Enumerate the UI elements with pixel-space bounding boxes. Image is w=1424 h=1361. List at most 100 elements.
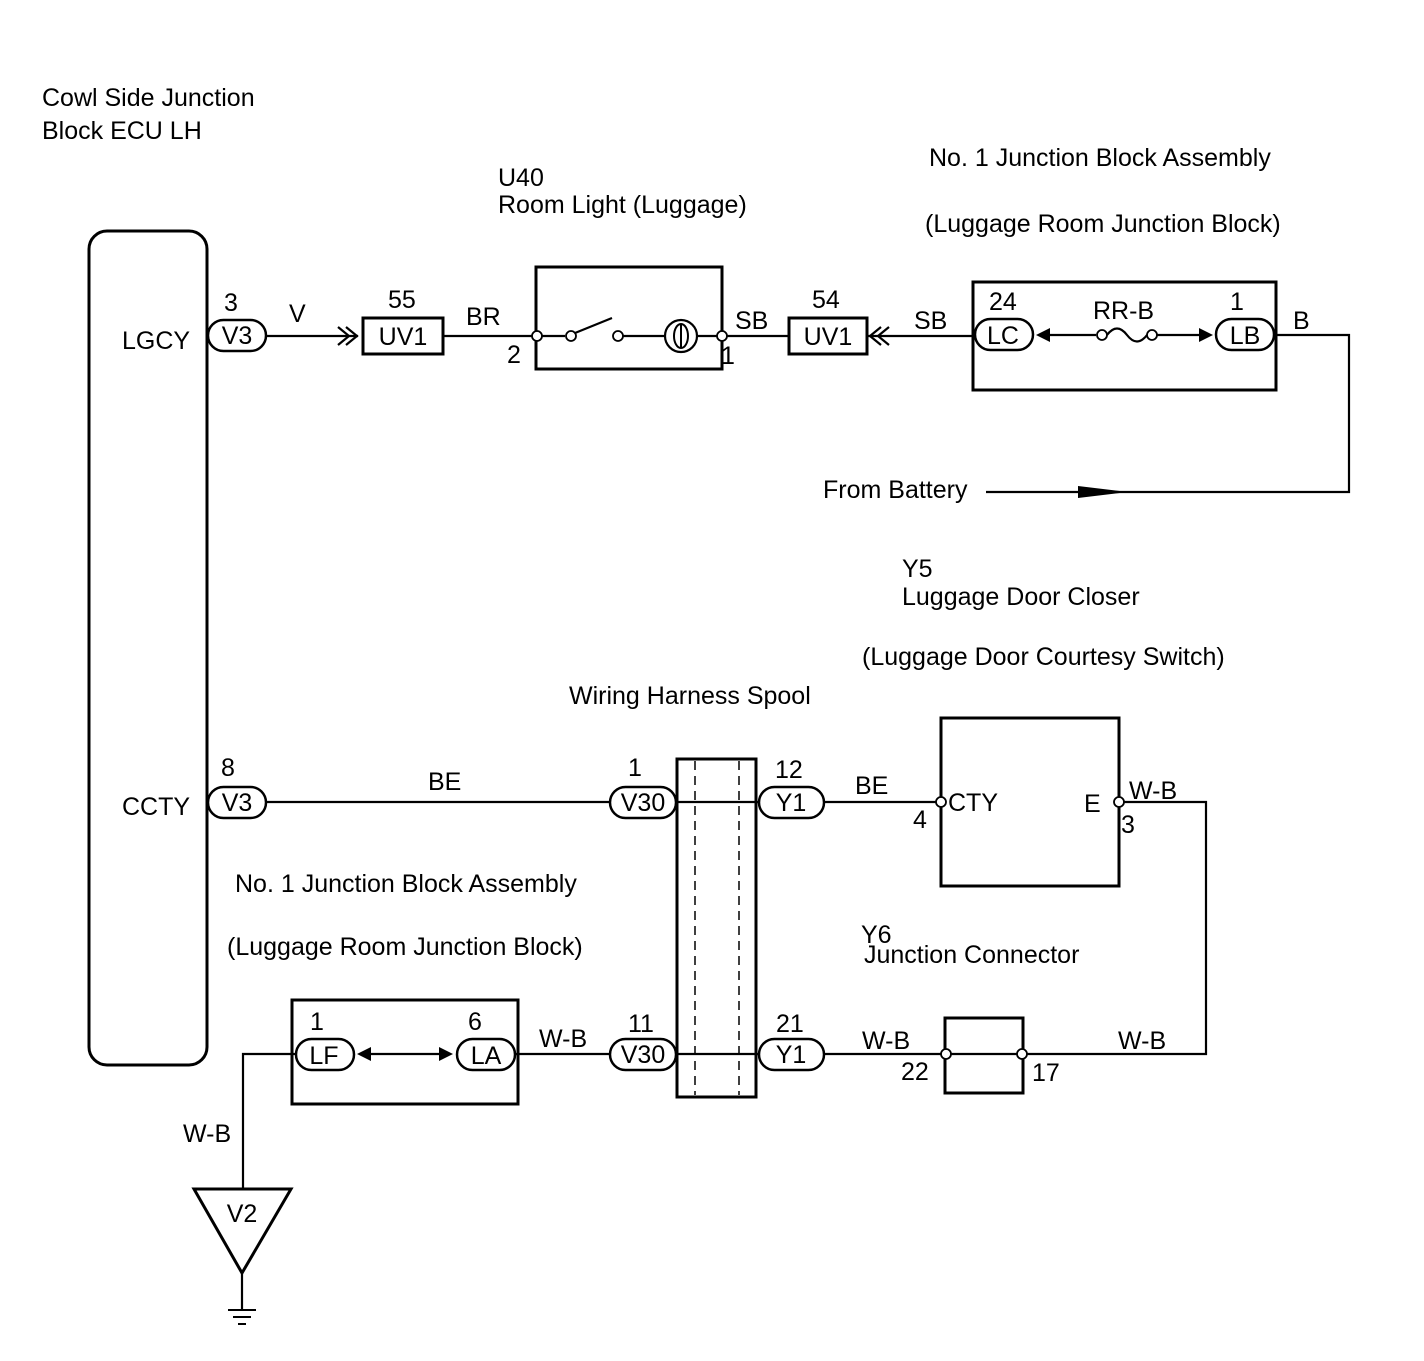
wire-wb-closer — [1026, 800, 1208, 1056]
room-light-code: U40 — [498, 164, 544, 192]
lamp-icon — [663, 318, 699, 354]
terminal-icon — [940, 1048, 952, 1060]
connector-label: V3 — [222, 322, 253, 350]
pin-arrow-icon — [439, 1047, 453, 1061]
connector-pin-number: 3 — [224, 289, 238, 317]
wire-label-v: V — [289, 300, 306, 328]
terminal-e: E — [1084, 790, 1101, 818]
cowl-side-junction-block-ecu: Cowl Side Junction Block ECU LH LGCY CCT… — [42, 84, 255, 1067]
ecu-title-line2: Block ECU LH — [42, 117, 202, 145]
room-light-name: Room Light (Luggage) — [498, 191, 747, 219]
wiring-harness-spool — [672, 757, 760, 1099]
jb-bottom-title-line1: No. 1 Junction Block Assembly — [235, 870, 577, 898]
fuse-wire-label: RR-B — [1093, 297, 1154, 325]
connector-uv1-55: 55 UV1 — [361, 286, 445, 356]
luggage-door-closer-y5: CTY E 4 3 — [913, 716, 1135, 888]
terminal-icon — [1096, 329, 1108, 341]
connector-label-lf: LF — [309, 1042, 338, 1070]
connector-label: V30 — [621, 1041, 665, 1069]
door-closer-code: Y5 — [902, 555, 933, 583]
junction-connector-code: Y6 — [861, 921, 892, 949]
room-light-pin-2: 2 — [507, 341, 521, 369]
wire-wb-ground — [241, 1052, 296, 1189]
connector-pin-number: 8 — [221, 754, 235, 782]
ground-label: V2 — [227, 1200, 258, 1228]
wire-label-wb-y6-left: W-B — [862, 1027, 910, 1055]
connector-label: V3 — [222, 789, 253, 817]
door-closer-name: Luggage Door Closer — [902, 583, 1140, 611]
terminal-icon — [1113, 796, 1125, 808]
connector-pin-number: 21 — [776, 1010, 804, 1038]
wire-label-sb-right: SB — [914, 307, 947, 335]
switch-contact-icon — [565, 330, 577, 342]
junction-connector-pin-22: 22 — [901, 1058, 929, 1086]
switch-contact-icon — [612, 330, 624, 342]
junction-connector-pin-17: 17 — [1032, 1059, 1060, 1087]
connector-pin-number: 55 — [388, 286, 416, 314]
connector-label: UV1 — [379, 323, 428, 351]
wire-label-be-right: BE — [855, 772, 888, 800]
wire-label-b: B — [1293, 307, 1310, 335]
door-closer-subtitle: (Luggage Door Courtesy Switch) — [862, 643, 1225, 671]
ecu-body — [87, 229, 209, 1067]
connector-y1-top: 12 Y1 — [757, 756, 826, 820]
switch-blade-icon — [574, 316, 613, 335]
connector-y1-bottom: 21 Y1 — [757, 1010, 826, 1072]
wire-label-wb-closer: W-B — [1129, 777, 1177, 805]
connector-pill-lc — [973, 317, 1035, 352]
jb-top-pin-24: 24 — [989, 288, 1017, 316]
ground-triangle — [191, 1187, 294, 1276]
ground-icon — [228, 1309, 256, 1325]
room-light-body — [534, 265, 724, 371]
connector-pin-number: 11 — [628, 1010, 654, 1038]
connector-label: V30 — [621, 789, 665, 817]
wire-label-wb-y6-right: W-B — [1118, 1027, 1166, 1055]
room-light-u40: U40 Room Light (Luggage) 2 1 — [498, 164, 747, 371]
junction-block-top: No. 1 Junction Block Assembly (Luggage R… — [925, 144, 1281, 392]
connector-pill — [608, 785, 678, 820]
jb-bottom-pin-1: 1 — [310, 1008, 324, 1036]
terminal-icon — [716, 330, 728, 342]
connector-v30-top: 1 V30 — [608, 754, 678, 820]
wire-label-wb-ground: W-B — [183, 1120, 231, 1148]
junction-block-bottom: 1 6 LF LA — [290, 998, 520, 1106]
spool-body — [675, 757, 758, 1099]
jb-top-title-line1: No. 1 Junction Block Assembly — [929, 144, 1271, 172]
wire-label-be-left: BE — [428, 768, 461, 796]
connector-arrow-icon — [868, 326, 890, 346]
battery-arrow-icon — [1078, 486, 1128, 498]
connector-label: Y1 — [776, 1041, 807, 1069]
junction-connector-body — [943, 1016, 1025, 1095]
terminal-icon — [1146, 329, 1158, 341]
ecu-terminal-ccty: CCTY — [122, 793, 190, 821]
terminal-cty: CTY — [948, 789, 998, 817]
wire-label-sb-left: SB — [735, 307, 768, 335]
connector-arrow-icon — [337, 326, 359, 346]
ecu-title-line1: Cowl Side Junction — [42, 84, 255, 112]
jb-top-pin-1: 1 — [1230, 288, 1244, 316]
junction-connector-y6: 22 17 — [901, 1016, 1060, 1095]
connector-label-lb: LB — [1230, 322, 1261, 350]
spool-name: Wiring Harness Spool — [569, 682, 811, 710]
pin-arrow-icon — [357, 1047, 371, 1061]
pin-arrow-icon — [1036, 328, 1050, 342]
connector-v3-bottom: 8 V3 — [206, 754, 268, 820]
terminal-icon — [531, 330, 543, 342]
from-battery-label: From Battery — [823, 476, 968, 504]
jb-bottom-pin-6: 6 — [468, 1008, 482, 1036]
terminal-icon — [1016, 1048, 1028, 1060]
connector-pin-number: 12 — [775, 756, 803, 784]
pin-arrow-icon — [1199, 328, 1213, 342]
ecu-terminal-lgcy: LGCY — [122, 327, 190, 355]
connector-pin-number: 54 — [812, 286, 840, 314]
connector-label-la: LA — [471, 1042, 502, 1070]
fuse-icon — [1106, 327, 1148, 343]
wire-b-battery — [986, 333, 1351, 494]
connector-label-lc: LC — [987, 322, 1019, 350]
connector-pin-number: 1 — [628, 754, 642, 782]
door-closer-pin-3: 3 — [1121, 811, 1135, 839]
jb-top-title-line2: (Luggage Room Junction Block) — [925, 210, 1281, 238]
jb-bottom-body — [290, 998, 520, 1106]
connector-pill — [608, 1037, 678, 1072]
